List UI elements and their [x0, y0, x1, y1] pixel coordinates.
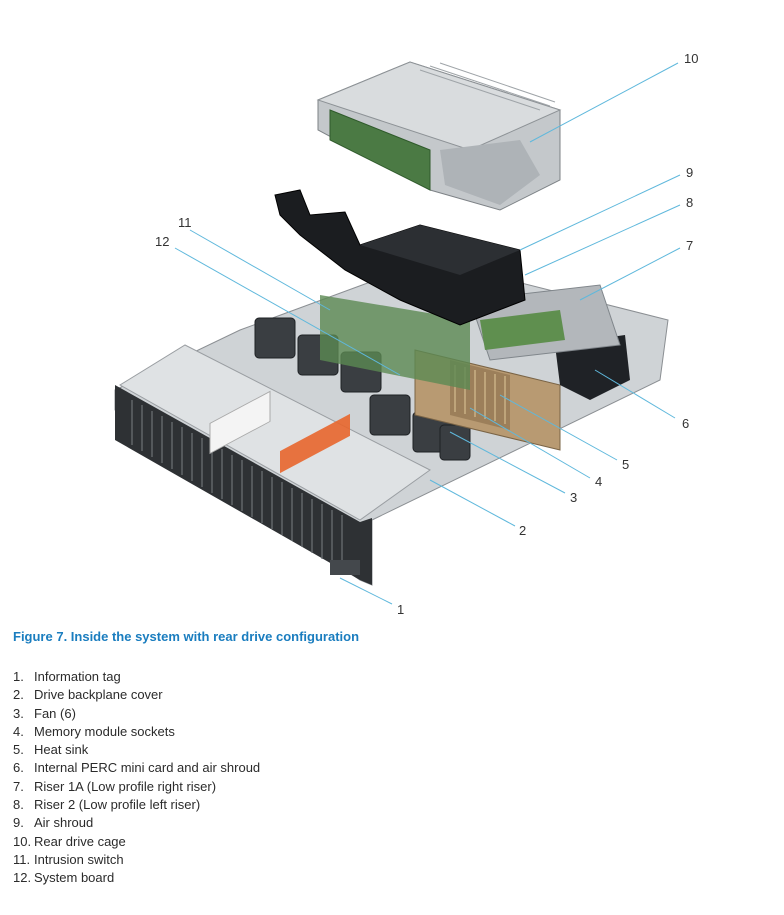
legend-item-number: 5. — [13, 742, 24, 758]
callout-numbers: 10 9 8 7 6 5 4 3 2 1 11 12 — [155, 51, 698, 617]
legend-item: 11.Intrusion switch — [13, 851, 260, 869]
callout-4: 4 — [595, 474, 602, 489]
legend-item-label: Riser 2 (Low profile left riser) — [34, 797, 201, 813]
rear-drive-cage-illustration — [316, 61, 562, 211]
figure-caption: Figure 7. Inside the system with rear dr… — [13, 629, 360, 644]
legend-item-number: 4. — [13, 723, 24, 739]
legend-item-number: 2. — [13, 687, 24, 703]
legend-item: 12.System board — [13, 869, 260, 887]
legend-item-label: Air shroud — [34, 815, 94, 831]
callout-9: 9 — [686, 165, 693, 180]
legend-item-number: 3. — [13, 705, 24, 721]
legend-item-number: 11. — [13, 851, 31, 867]
legend-item-label: Riser 1A (Low profile right riser) — [34, 778, 217, 794]
callout-7: 7 — [686, 238, 693, 253]
legend-item-number: 9. — [13, 815, 24, 831]
legend-item-number: 8. — [13, 797, 24, 813]
legend-item-label: System board — [34, 870, 115, 886]
legend-item: 2. Drive backplane cover — [13, 686, 260, 704]
legend-item-label: Memory module sockets — [34, 723, 175, 739]
legend-item: 4. Memory module sockets — [13, 723, 260, 741]
legend-item-label: Information tag — [34, 669, 121, 684]
legend-item: 10.Rear drive cage — [13, 833, 260, 851]
legend-item-number: 1. — [13, 669, 24, 684]
legend-item-label: Fan (6) — [34, 705, 76, 721]
callout-11: 11 — [178, 215, 192, 230]
callout-5: 5 — [622, 457, 629, 472]
legend-item-label: Internal PERC mini card and air shroud — [34, 760, 261, 776]
legend-item-label: Intrusion switch — [34, 851, 124, 867]
callout-3: 3 — [570, 490, 577, 505]
legend-item: 1. Information tag — [13, 668, 260, 686]
legend-item-label: Rear drive cage — [34, 833, 126, 849]
legend-item: 7. Riser 1A (Low profile right riser) — [13, 778, 260, 796]
legend-item: 8. Riser 2 (Low profile left riser) — [13, 796, 260, 814]
legend-item-number: 12. — [13, 870, 32, 886]
callout-2: 2 — [519, 523, 526, 538]
legend-item-number: 10. — [13, 833, 32, 849]
legend-item-label: Drive backplane cover — [34, 687, 163, 703]
legend-item: 3. Fan (6) — [13, 705, 260, 723]
callout-6: 6 — [682, 416, 689, 431]
legend-item: 9. Air shroud — [13, 814, 260, 832]
leader-lines — [174, 62, 681, 605]
chassis-illustration — [114, 259, 669, 586]
legend-item-label: Heat sink — [34, 742, 89, 758]
callout-8: 8 — [686, 195, 693, 210]
legend-item: 6. Internal PERC mini card and air shroud — [13, 759, 260, 777]
legend-item-number: 7. — [13, 778, 24, 794]
legend-item: 5. Heat sink — [13, 741, 260, 759]
callout-1: 1 — [397, 602, 404, 617]
callout-12: 12 — [155, 234, 169, 249]
callout-10: 10 — [684, 51, 698, 66]
server-exploded-illustration: 10 9 8 7 6 5 4 3 2 1 11 12 — [114, 51, 698, 617]
legend-item-number: 6. — [13, 760, 24, 776]
component-legend: 1. Information tag 2. Drive backplane cover… — [13, 668, 260, 888]
air-shroud-illustration — [274, 189, 526, 326]
